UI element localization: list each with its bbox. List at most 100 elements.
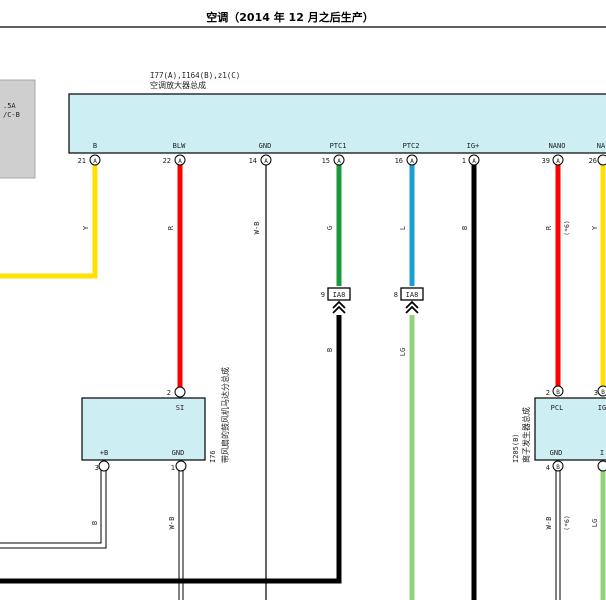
pin-terminal-nano: [552, 154, 564, 166]
pin-terminal-ptc2: [406, 154, 418, 166]
ion-pin-pcl-label: PCL: [551, 404, 564, 412]
pin-terminal-ig: [468, 154, 480, 166]
wire-blower-b-outer: [0, 468, 102, 544]
blower-pin-b-label: +B: [100, 449, 108, 457]
ion-generator: I205(B) 离子发生器总成 2 B 3 B PCL IG GND I 4 B: [512, 385, 606, 472]
blower-pin-si-label: SI: [176, 404, 184, 412]
wire-label-ptc2: L: [399, 226, 407, 230]
ion-pin-gnd-terminal: [552, 460, 564, 472]
pin-terminal-na: [597, 154, 606, 166]
blower-pin-si-terminal: [174, 386, 186, 398]
pin-conn-blw: A: [178, 158, 182, 165]
pin-conn-nano: A: [556, 158, 560, 165]
pin-num-blw: 22: [163, 157, 171, 165]
pin-num-ptc1: 15: [322, 157, 330, 165]
ac-amplifier-pin-terminals: 21 A 22 A 14 A 15 A 16 A 1 A 39 A 26: [78, 154, 606, 166]
wire-label-blw: R: [167, 225, 175, 230]
wire-label-nano: R: [545, 225, 553, 230]
connector-ptc1-chevron-icon: [332, 300, 346, 314]
pin-label-ptc2: PTC2: [403, 142, 420, 150]
blower-pin-gnd-label: GND: [172, 449, 185, 457]
wire-label-ion-gnd: W-B: [545, 517, 553, 530]
pin-num-b: 21: [78, 157, 86, 165]
connector-ptc2-chevron-icon: [405, 300, 419, 314]
left-component-box: [0, 79, 36, 179]
left-component-line2: /C-B: [3, 111, 20, 119]
ion-pin-gnd-label: GND: [550, 449, 563, 457]
blower-name: 带风扇的鼓风机马达分总成: [220, 367, 230, 463]
wire-label-gnd: W-B: [253, 222, 261, 235]
pin-conn-b: A: [93, 158, 97, 165]
wire-label-ptc1-lower: B: [326, 348, 334, 352]
wire-note-ion-gnd: (*6): [563, 515, 571, 531]
connector-ptc2-box: [400, 287, 424, 301]
pin-label-nano: NANO: [549, 142, 566, 150]
wire-ptc1-black: [0, 315, 342, 584]
ion-pin-i-terminal: [597, 460, 606, 472]
wire-blower-b-inner: [0, 468, 107, 549]
ion-pin-i-label: I: [600, 449, 604, 457]
ion-pin-pcl-conn: B: [556, 389, 560, 396]
pin-label-b: B: [93, 142, 97, 150]
wire-label-na: Y: [591, 225, 599, 230]
blower-pin-gnd-num: 1: [171, 464, 175, 472]
wire-label-b: Y: [82, 225, 90, 230]
pin-conn-ig: A: [472, 158, 476, 165]
page-title: 空调（2014 年 12 月之后生产）: [206, 10, 373, 24]
connector-ptc2-code: IA8: [406, 291, 419, 299]
left-component-line1: .5A: [3, 102, 16, 110]
left-component: .5A /C-B: [0, 79, 36, 179]
ion-gen-code: I205(B): [512, 433, 520, 463]
wire-labels: Y R W-B G L B R (*6) Y B LG B W-B W-B (*…: [82, 220, 599, 531]
blower-pin-gnd-terminal: [175, 460, 187, 472]
wire-label-blower-gnd: W-B: [168, 517, 176, 530]
ion-pin-ig-label: IG: [598, 404, 606, 412]
pin-num-na: 26: [589, 157, 597, 165]
connector-ptc2: 8 IA8: [394, 287, 424, 314]
ac-amplifier-code: I77(A),I164(B),z1(C): [150, 71, 240, 80]
connector-ptc1: 9 IA8: [321, 287, 351, 314]
pin-conn-gnd: A: [264, 158, 268, 165]
pin-terminal-blw: [174, 154, 186, 166]
wire-label-ig: B: [461, 226, 469, 230]
blower-motor-box: [81, 397, 206, 461]
pin-conn-ptc2: A: [410, 158, 414, 165]
ion-pin-gnd-conn: B: [556, 464, 560, 471]
pin-label-na: NA: [597, 142, 606, 150]
ion-pin-ig-num: 3: [594, 389, 598, 397]
pin-num-gnd: 14: [249, 157, 257, 165]
pin-terminal-ptc1: [333, 154, 345, 166]
ion-pin-pcl-num: 2: [546, 389, 550, 397]
pin-label-blw: BLW: [173, 142, 186, 150]
ac-amplifier-name: 空调放大器总成: [150, 80, 206, 90]
wire-b-yellow: [0, 165, 98, 279]
pin-terminal-gnd: [260, 154, 272, 166]
ion-gen-name: 离子发生器总成: [521, 407, 531, 463]
connector-ptc1-code: IA8: [333, 291, 346, 299]
wires: [0, 165, 606, 600]
ion-pin-pcl-terminal: [552, 385, 564, 397]
ion-pin-ig-terminal: [597, 385, 606, 397]
ion-gen-box: [534, 397, 606, 461]
connector-ptc2-pin: 8: [394, 291, 398, 299]
wire-label-blower-b: B: [91, 521, 99, 525]
pin-label-gnd: GND: [259, 142, 272, 150]
connector-ptc1-box: [327, 287, 351, 301]
ac-amplifier-pins: B BLW GND PTC1 PTC2 IG+ NANO NA: [93, 142, 606, 150]
pin-conn-ptc1: A: [337, 158, 341, 165]
pin-label-ptc1: PTC1: [330, 142, 347, 150]
ac-amplifier: I77(A),I164(B),z1(C) 空调放大器总成: [68, 71, 606, 154]
pin-terminal-b: [89, 154, 101, 166]
wire-label-ptc1: G: [326, 226, 334, 230]
pin-num-nano: 39: [542, 157, 550, 165]
wire-label-ptc2-lower: LG: [399, 348, 407, 356]
wire-note-nano: (*6): [563, 220, 571, 236]
wire-label-ion-right: LG: [591, 519, 599, 527]
blower-pin-b-num: 3: [95, 464, 99, 472]
connector-ptc1-pin: 9: [321, 291, 325, 299]
blower-pin-si-num: 2: [167, 389, 171, 397]
pin-num-ig: 1: [462, 157, 466, 165]
blower-motor: 2 SI +B GND 3 1 I76 带风扇的鼓风机马达分总成: [81, 367, 230, 472]
ion-pin-ig-conn: B: [601, 389, 605, 396]
